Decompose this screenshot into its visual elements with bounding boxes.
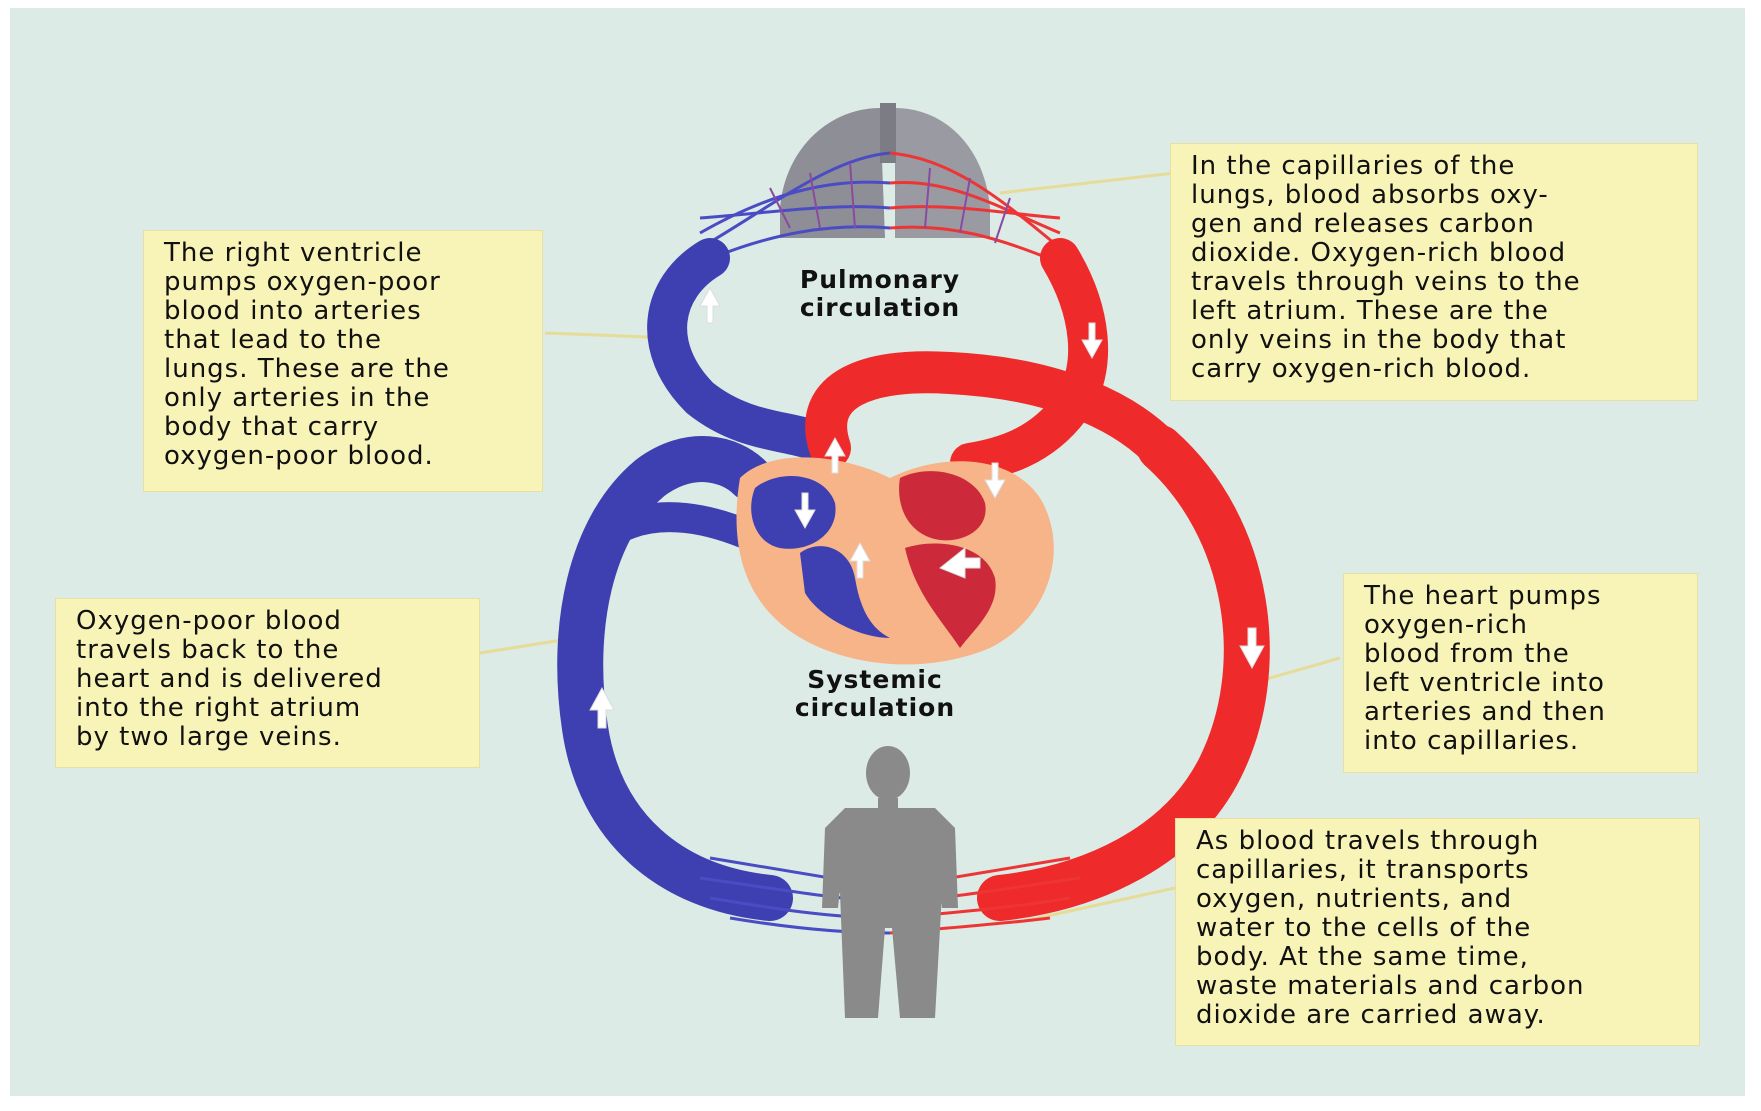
person-torso bbox=[835, 808, 945, 893]
superior-vena-cava bbox=[620, 517, 755, 538]
aortic-arch bbox=[826, 372, 1160, 448]
heart-image bbox=[736, 457, 1053, 664]
callout-heart-pumps: The heart pumps oxygen-rich blood from t… bbox=[1343, 573, 1698, 773]
arrow-up-icon bbox=[700, 288, 720, 323]
systemic-circulation-label: Systemic circulation bbox=[775, 666, 975, 722]
diagram-canvas: Pulmonary circulation Systemic circulati… bbox=[10, 8, 1745, 1096]
left-lung bbox=[780, 108, 885, 238]
callout-right-ventricle: The right ventricle pumps oxygen-poor bl… bbox=[143, 230, 543, 492]
callout-oxygen-poor-return: Oxygen-poor blood travels back to the he… bbox=[55, 598, 480, 768]
person-image bbox=[822, 746, 958, 1018]
right-lung bbox=[895, 108, 990, 238]
callout-lung-capillaries: In the capillaries of the lungs, blood a… bbox=[1170, 143, 1698, 401]
callout-body-capillaries: As blood travels through capillaries, it… bbox=[1175, 818, 1700, 1046]
person-legs bbox=[840, 893, 942, 1018]
leader-line-lung-capillaries bbox=[1000, 173, 1175, 193]
lungs-image bbox=[780, 103, 990, 238]
person-head bbox=[866, 746, 910, 800]
pulmonary-circulation-label: Pulmonary circulation bbox=[780, 266, 980, 322]
